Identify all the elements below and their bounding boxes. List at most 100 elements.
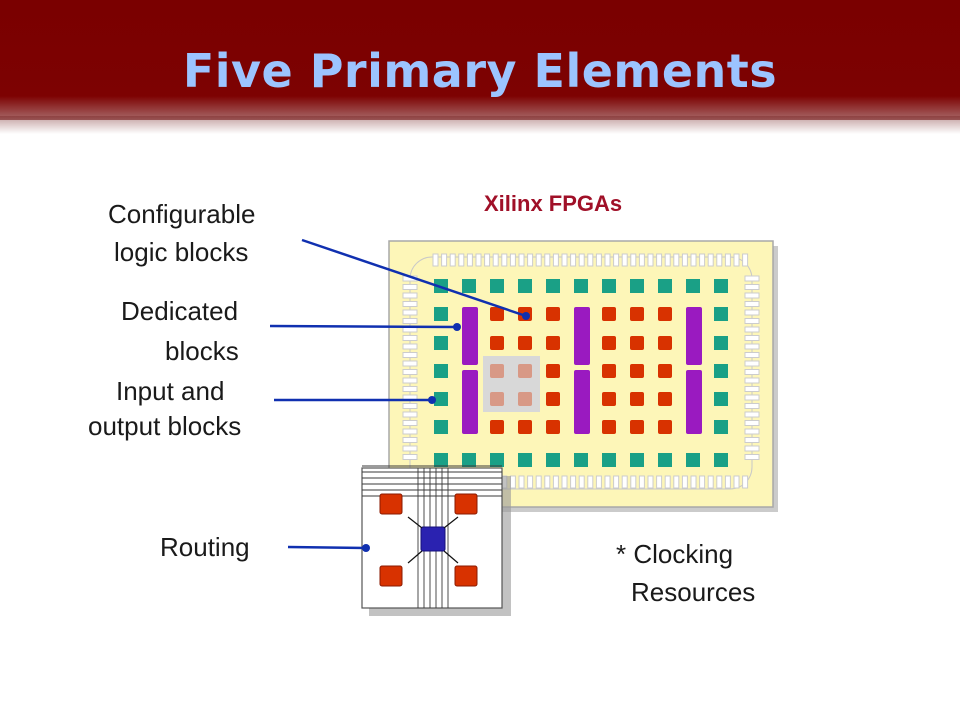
logic-block — [602, 307, 616, 321]
io-pad — [402, 454, 418, 460]
io-pad — [724, 475, 731, 489]
routing-logic-block — [454, 493, 478, 515]
io-pad — [733, 253, 740, 267]
dedicated-label-line2: blocks — [165, 336, 239, 366]
io-pad — [716, 253, 723, 267]
logic-block — [658, 364, 672, 378]
io-pad — [630, 475, 637, 489]
io-pad — [744, 369, 760, 375]
logic-block — [518, 364, 532, 378]
highlight-region — [483, 356, 540, 412]
io-block — [490, 279, 504, 293]
io-pad — [552, 253, 559, 267]
io-pad — [716, 475, 723, 489]
io-block — [462, 279, 476, 293]
logic-block — [658, 392, 672, 406]
io-pad — [744, 386, 760, 392]
io-pad — [707, 253, 714, 267]
io-pad — [613, 475, 620, 489]
io-pad — [402, 284, 418, 290]
io-pad — [744, 335, 760, 341]
logic-block — [490, 364, 504, 378]
io-pad — [484, 253, 491, 267]
io-pad — [509, 253, 516, 267]
io-pad — [604, 253, 611, 267]
io-pad — [621, 475, 628, 489]
clocking-label-line2: Resources — [631, 577, 756, 607]
logic-block — [518, 420, 532, 434]
io-pad — [604, 475, 611, 489]
io-block — [714, 279, 728, 293]
io-pad — [587, 253, 594, 267]
routing-logic-block — [379, 565, 403, 587]
io-pad — [681, 253, 688, 267]
io-pad — [402, 360, 418, 367]
io-block — [518, 453, 532, 467]
leader-line — [301, 238, 527, 318]
io-pad — [690, 475, 697, 489]
io-pad — [744, 377, 760, 384]
io-pad — [613, 253, 620, 267]
logic-block — [490, 307, 504, 321]
logic-block — [630, 420, 644, 434]
io-block — [714, 336, 728, 350]
routing-logic-block — [454, 565, 478, 587]
title-bar-shadow — [0, 116, 960, 134]
io-pad — [744, 343, 760, 350]
io-pad — [647, 475, 654, 489]
io-block — [434, 336, 448, 350]
io-pad — [595, 253, 602, 267]
io-pad — [744, 309, 760, 316]
dedicated-block — [686, 370, 702, 434]
io-pad — [744, 428, 760, 435]
io-pad — [690, 253, 697, 267]
io-pad — [402, 343, 418, 350]
clb-label-line2: logic blocks — [114, 237, 249, 267]
io-block — [546, 453, 560, 467]
routing-connection — [407, 550, 423, 564]
io-pad — [501, 253, 508, 267]
clb-label-line1: Configurable — [108, 199, 256, 229]
io-block — [490, 453, 504, 467]
leader-line — [269, 324, 458, 329]
io-block — [574, 453, 588, 467]
routing-logic-block — [379, 493, 403, 515]
io-pad — [707, 475, 714, 489]
io-pad — [402, 428, 418, 435]
logic-block — [630, 392, 644, 406]
io-pad — [724, 253, 731, 267]
io-label-line2: output blocks — [88, 411, 242, 441]
io-block — [602, 453, 616, 467]
io-pad — [441, 253, 448, 267]
routing-switch-matrix — [420, 526, 446, 552]
io-pad — [673, 253, 680, 267]
logic-block — [490, 420, 504, 434]
io-pad — [402, 403, 418, 409]
dedicated-block — [574, 307, 590, 365]
io-block — [658, 279, 672, 293]
io-block — [630, 279, 644, 293]
logic-block — [658, 307, 672, 321]
io-block — [630, 453, 644, 467]
io-pad — [744, 292, 760, 299]
io-block — [714, 392, 728, 406]
io-block — [518, 279, 532, 293]
logic-block — [490, 392, 504, 406]
io-pad — [527, 475, 534, 489]
io-pad — [578, 475, 585, 489]
io-pad — [518, 253, 525, 267]
io-pad — [742, 253, 749, 267]
io-block — [658, 453, 672, 467]
io-pad — [744, 275, 760, 282]
io-pad — [744, 403, 760, 409]
leader-dot — [428, 396, 436, 404]
dedicated-block — [462, 370, 478, 434]
io-pad — [744, 394, 760, 401]
io-pad — [449, 253, 456, 267]
io-pad — [561, 253, 568, 267]
routing-inset — [361, 465, 511, 616]
io-pad — [570, 475, 577, 489]
io-pad — [402, 386, 418, 392]
leader-dot — [453, 323, 461, 331]
